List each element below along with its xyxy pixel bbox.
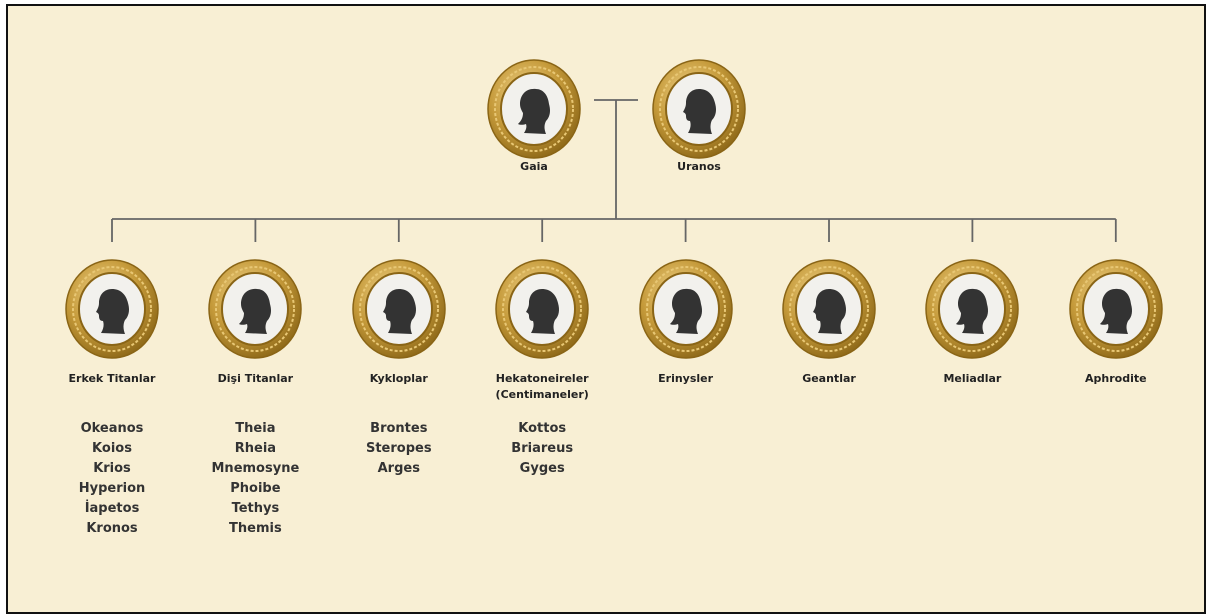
group-subname: (Centimaneler): [495, 388, 589, 401]
portrait-meliadlar: [924, 258, 1020, 360]
portrait-aphrodite: [1068, 258, 1164, 360]
member-name: Theia: [235, 421, 276, 436]
label-erinysler: Erinysler: [606, 371, 766, 387]
member-name: Phoibe: [230, 481, 281, 496]
member-name: Hyperion: [78, 481, 146, 496]
portrait-geantlar: [781, 258, 877, 360]
group-name: Dişi Titanlar: [217, 372, 294, 385]
label-geantlar: Geantlar: [749, 371, 909, 387]
group-name: Kykloplar: [369, 372, 428, 385]
male-silhouette-icon: [813, 289, 846, 334]
member-name: Krios: [93, 461, 131, 476]
member-name: Brontes: [370, 421, 428, 436]
member-name: Arges: [377, 461, 420, 476]
group-name: Erkek Titanlar: [68, 372, 156, 385]
female-silhouette-icon: [1099, 288, 1132, 334]
member-name: Gyges: [519, 461, 565, 476]
female-silhouette-icon: [518, 88, 550, 134]
female-silhouette-icon: [956, 288, 989, 334]
label-aphrodite: Aphrodite: [1036, 371, 1196, 387]
portrait-hekatoneireler: [494, 258, 590, 360]
male-silhouette-icon: [683, 89, 716, 134]
portrait-di-i-titanlar: [207, 258, 303, 360]
group-name: Meliadlar: [943, 372, 1002, 385]
member-name: Briareus: [511, 441, 574, 456]
member-name: Kronos: [86, 521, 138, 536]
portrait-erkek-titanlar: [64, 258, 160, 360]
member-name: Mnemosyne: [211, 461, 300, 476]
member-name: İapetos: [84, 501, 140, 516]
label-erkek-titanlar: Erkek Titanlar: [32, 371, 192, 387]
label-gaia: Gaia: [520, 160, 548, 173]
group-name: Erinysler: [658, 372, 714, 385]
member-name: Rheia: [234, 441, 277, 456]
male-silhouette-icon: [526, 289, 560, 334]
female-silhouette-icon: [669, 288, 702, 334]
male-silhouette-icon: [96, 289, 129, 334]
group-name: Aphrodite: [1085, 372, 1147, 385]
label-di-i-titanlar: Dişi Titanlar: [175, 371, 335, 387]
member-name: Okeanos: [80, 421, 144, 436]
portrait-kykloplar: [351, 258, 447, 360]
member-name: Koios: [92, 441, 132, 456]
member-name: Steropes: [365, 441, 432, 456]
label-hekatoneireler: Hekatoneireler (Centimaneler): [462, 371, 622, 403]
portrait-erinysler: [638, 258, 734, 360]
connector-lines: [111, 99, 1117, 242]
group-name: Hekatoneireler: [495, 372, 589, 385]
portrait-uranos: [651, 58, 747, 160]
group-name: Geantlar: [802, 372, 856, 385]
label-kykloplar: Kykloplar: [319, 371, 479, 387]
member-name: Kottos: [518, 421, 567, 436]
member-name: Tethys: [231, 501, 280, 516]
member-name: Themis: [229, 521, 282, 536]
male-silhouette-icon: [382, 289, 416, 334]
portrait-gaia: [486, 58, 582, 160]
label-meliadlar: Meliadlar: [892, 371, 1052, 387]
label-uranos: Uranos: [677, 160, 721, 173]
female-silhouette-icon: [239, 288, 272, 334]
